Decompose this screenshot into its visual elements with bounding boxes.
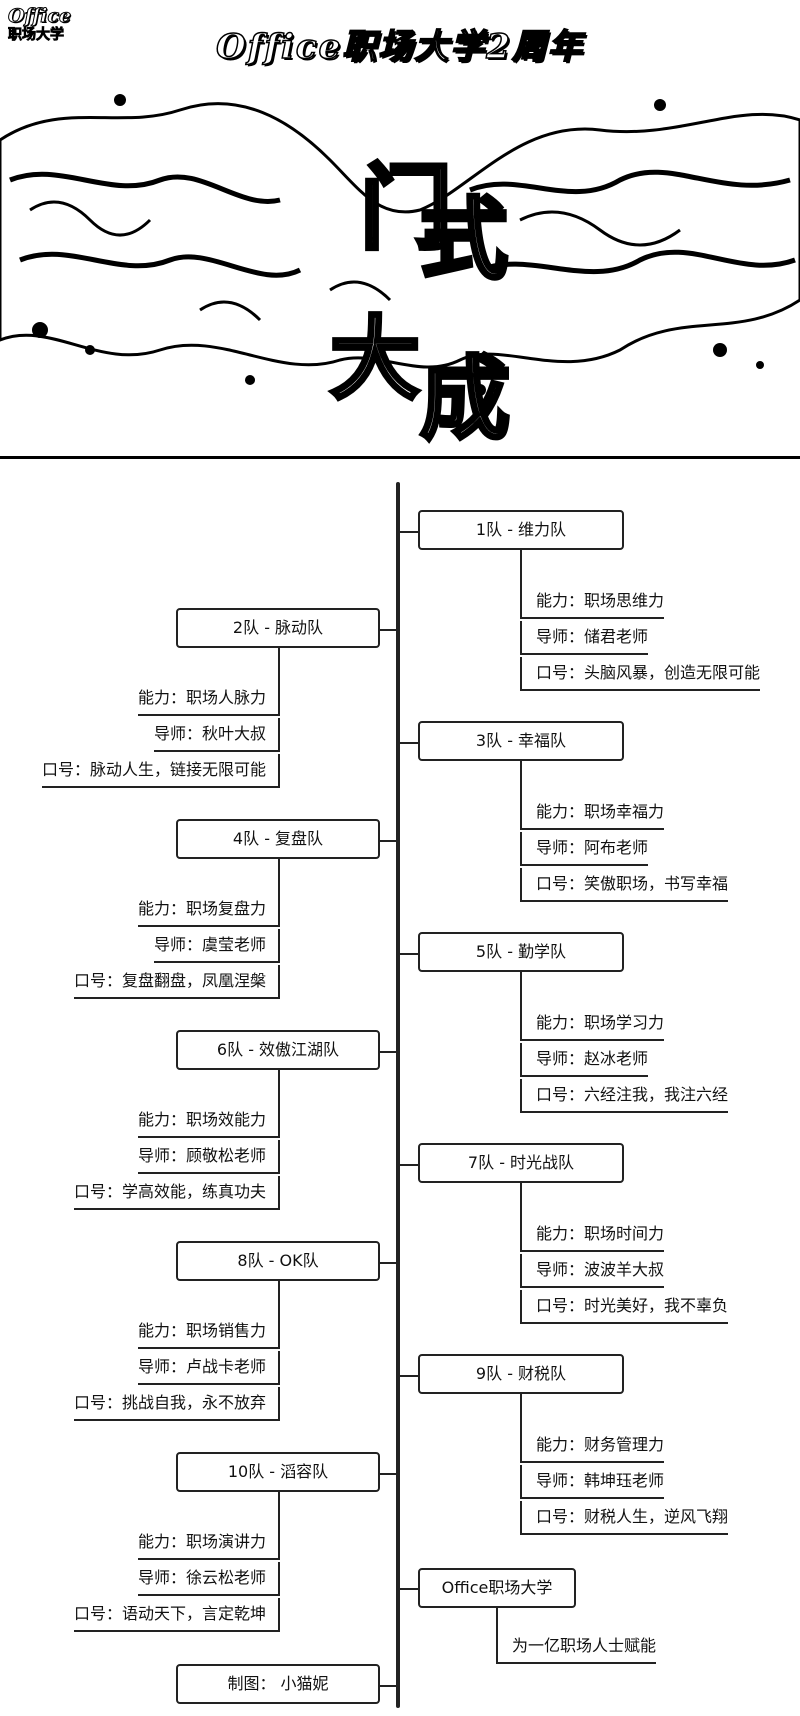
- connector: [520, 1183, 522, 1218]
- header-banner: Office 职场大学 Office职场大学2周年 门 式 大 成: [0, 0, 800, 460]
- team-4-mentor: 导师：虞莹老师: [153, 929, 280, 963]
- team-10-mentor: 导师：徐云松老师: [137, 1562, 280, 1596]
- art-char-1: 门: [360, 154, 452, 262]
- connector: [520, 972, 522, 1007]
- team-node-5: 5队 - 勤学队: [418, 932, 624, 972]
- team-9-mentor: 导师：韩坤珏老师: [520, 1465, 665, 1499]
- connector: [520, 1394, 522, 1429]
- team-8-ability: 能力：职场销售力: [137, 1315, 280, 1349]
- connector: [400, 742, 418, 744]
- team-9-ability: 能力：财务管理力: [520, 1429, 665, 1463]
- ink-splash-artwork: 门 式 大 成: [0, 94, 800, 454]
- team-3-mentor: 导师：阿布老师: [520, 832, 649, 866]
- team-node-6: 6队 - 效傲江湖队: [176, 1030, 380, 1070]
- connector: [400, 1588, 418, 1590]
- team-node-2: 2队 - 脉动队: [176, 608, 380, 648]
- connector: [380, 840, 396, 842]
- org-slogan: 为一亿职场人士赋能: [496, 1630, 657, 1664]
- team-node-3: 3队 - 幸福队: [418, 721, 624, 761]
- connector: [400, 1375, 418, 1377]
- team-5-mentor: 导师：赵冰老师: [520, 1043, 649, 1077]
- connector: [400, 1164, 418, 1166]
- team-5-ability: 能力：职场学习力: [520, 1007, 665, 1041]
- team-3-ability: 能力：职场幸福力: [520, 796, 665, 830]
- team-1-slogan: 口号：头脑风暴，创造无限可能: [520, 657, 761, 691]
- connector: [380, 1685, 396, 1687]
- team-2-mentor: 导师：秋叶大叔: [153, 718, 280, 752]
- team-node-8: 8队 - OK队: [176, 1241, 380, 1281]
- team-node-1: 1队 - 维力队: [418, 510, 624, 550]
- logo-line1: Office: [8, 5, 72, 27]
- office-logo: Office 职场大学: [8, 6, 93, 46]
- team-5-slogan: 口号：六经注我，我注六经: [520, 1079, 729, 1113]
- connector: [278, 1281, 280, 1315]
- team-node-4: 4队 - 复盘队: [176, 819, 380, 859]
- team-4-slogan: 口号：复盘翻盘，凤凰涅槃: [73, 965, 280, 999]
- team-9-slogan: 口号：财税人生，逆风飞翔: [520, 1501, 729, 1535]
- connector: [278, 859, 280, 893]
- connector: [380, 1262, 396, 1264]
- team-7-ability: 能力：职场时间力: [520, 1218, 665, 1252]
- team-8-mentor: 导师：卢战卡老师: [137, 1351, 280, 1385]
- team-2-slogan: 口号：脉动人生，链接无限可能: [41, 754, 280, 788]
- team-8-slogan: 口号：挑战自我，永不放弃: [73, 1387, 280, 1421]
- team-node-10: 10队 - 滔容队: [176, 1452, 380, 1492]
- art-char-2: 式: [420, 187, 508, 291]
- team-10-ability: 能力：职场演讲力: [137, 1526, 280, 1560]
- mindmap-spine: [396, 482, 400, 1708]
- team-7-mentor: 导师：波波羊大叔: [520, 1254, 665, 1288]
- team-node-9: 9队 - 财税队: [418, 1354, 624, 1394]
- team-6-mentor: 导师：顾敬松老师: [137, 1140, 280, 1174]
- team-node-7: 7队 - 时光战队: [418, 1143, 624, 1183]
- team-1-mentor: 导师：储君老师: [520, 621, 649, 655]
- page-title: Office职场大学2周年: [215, 26, 584, 68]
- art-char-3: 大: [330, 306, 420, 412]
- team-7-slogan: 口号：时光美好，我不辜负: [520, 1290, 729, 1324]
- connector: [278, 1070, 280, 1104]
- connector: [278, 1492, 280, 1526]
- credit-node: 制图： 小猫妮: [176, 1664, 380, 1704]
- connector: [520, 550, 522, 585]
- connector: [520, 761, 522, 796]
- header-divider: [0, 456, 800, 459]
- team-10-slogan: 口号：语动天下，言定乾坤: [73, 1598, 280, 1632]
- connector: [496, 1608, 498, 1630]
- team-4-ability: 能力：职场复盘力: [137, 893, 280, 927]
- connector: [400, 531, 418, 533]
- logo-line2: 职场大学: [8, 27, 65, 44]
- team-6-slogan: 口号：学高效能，练真功夫: [73, 1176, 280, 1210]
- team-3-slogan: 口号：笑傲职场，书写幸福: [520, 868, 729, 902]
- connector: [380, 629, 396, 631]
- connector: [400, 953, 418, 955]
- connector: [380, 1051, 396, 1053]
- team-1-ability: 能力：职场思维力: [520, 585, 665, 619]
- org-node: Office职场大学: [418, 1568, 576, 1608]
- connector: [278, 648, 280, 682]
- art-char-4: 成: [420, 346, 510, 452]
- team-6-ability: 能力：职场效能力: [137, 1104, 280, 1138]
- team-2-ability: 能力：职场人脉力: [137, 682, 280, 716]
- connector: [380, 1473, 396, 1475]
